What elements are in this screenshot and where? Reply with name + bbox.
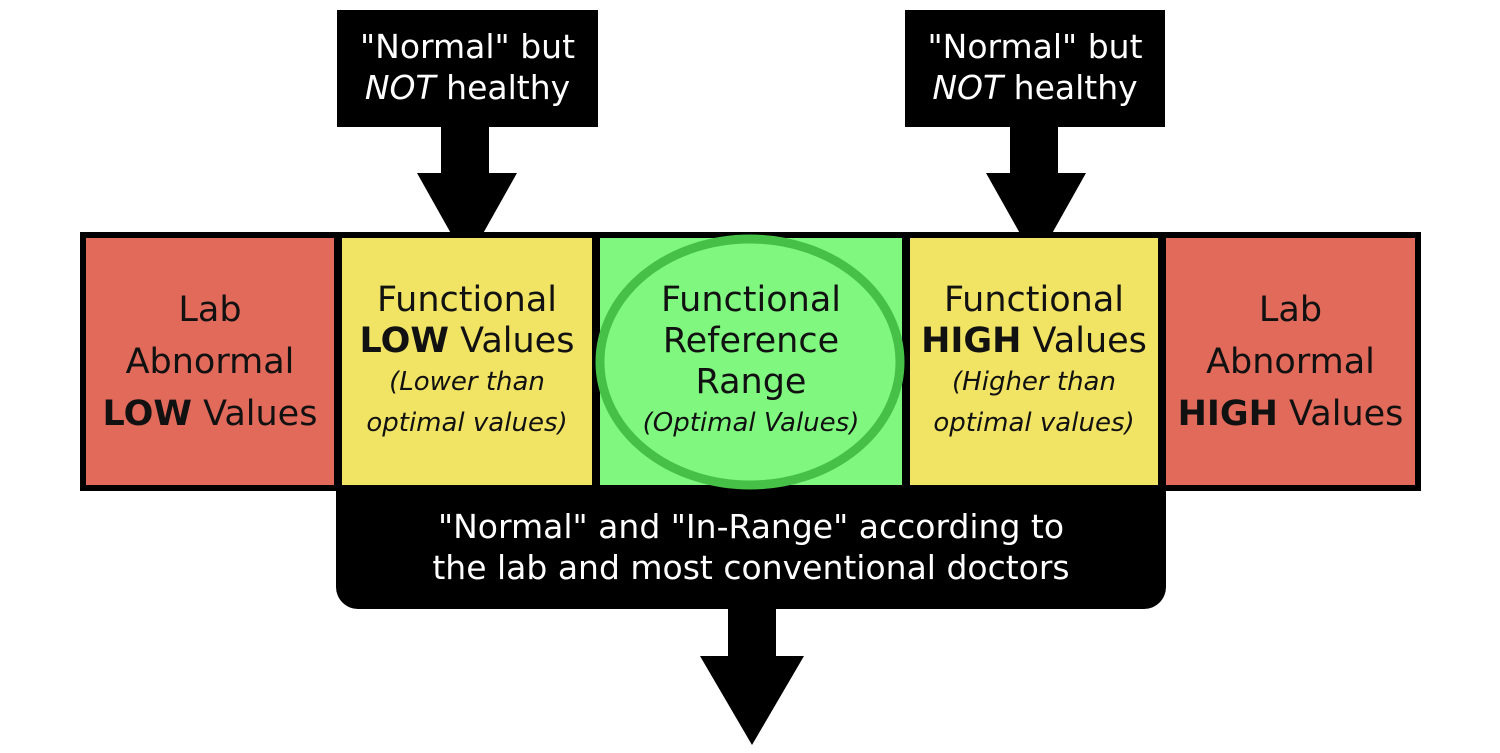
cell-optimal-line3: Range	[695, 361, 807, 402]
cell-func-low-sub1: (Lower than	[389, 366, 545, 397]
cell-lab-high-rest: Values	[1277, 393, 1404, 434]
callout-left: "Normal" but NOT healthy	[337, 10, 598, 127]
cell-lab-high-line1: Lab	[1258, 289, 1323, 330]
cell-optimal: Functional Reference Range (Optimal Valu…	[600, 238, 902, 485]
cell-lab-low-rest: Values	[191, 393, 318, 434]
bottom-label-line2: the lab and most conventional doctors	[432, 548, 1070, 587]
callout-right-line1: "Normal" but	[927, 27, 1143, 66]
cell-bg-optimal	[600, 238, 902, 485]
cell-optimal-sub1: (Optimal Values)	[642, 407, 860, 438]
callout-right-line2: NOT healthy	[905, 67, 1165, 108]
cell-func-low: Functional LOW Values (Lower than optima…	[342, 238, 592, 485]
cell-lab-high: Lab Abnormal HIGH Values	[1166, 238, 1415, 485]
bottom-label: "Normal" and "In-Range" according to the…	[336, 506, 1166, 588]
callout-right-rest: healthy	[1003, 68, 1138, 107]
cell-lab-low-line2: Abnormal	[125, 341, 295, 382]
cell-func-low-sub2: optimal values)	[366, 407, 568, 438]
cell-func-high-sub1: (Higher than	[952, 366, 1116, 397]
cell-bg-func-low	[342, 238, 592, 485]
cell-func-high: Functional HIGH Values (Higher than opti…	[910, 238, 1158, 485]
callout-left-rest: healthy	[435, 68, 571, 107]
cell-bg-func-high	[910, 238, 1158, 485]
cell-lab-high-emph: HIGH	[1177, 393, 1278, 434]
cell-func-low-line1: Functional	[376, 279, 558, 320]
cell-func-low-line2: LOW Values	[360, 321, 575, 362]
cell-lab-low: Lab Abnormal LOW Values	[86, 238, 334, 485]
cell-lab-low-line1: Lab	[178, 289, 242, 330]
cell-bg-lab-low	[86, 238, 334, 485]
callout-right: "Normal" but NOT healthy	[905, 10, 1165, 127]
callout-left-line2: NOT healthy	[337, 67, 598, 108]
bottom-banner	[336, 470, 1166, 609]
callout-left-emph: NOT	[364, 68, 436, 107]
arrow-down-bottom	[700, 600, 804, 745]
cell-func-high-emph: HIGH	[921, 320, 1022, 361]
cell-func-high-rest: Values	[1021, 320, 1147, 361]
optimal-ring	[595, 234, 905, 490]
bottom-label-line1: "Normal" and "In-Range" according to	[437, 507, 1065, 546]
cell-lab-high-line3: HIGH Values	[1178, 388, 1404, 440]
arrow-down-right	[986, 125, 1086, 262]
callout-right-emph: NOT	[932, 68, 1004, 107]
callout-left-line1: "Normal" but	[359, 27, 576, 66]
cell-lab-low-line3: LOW Values	[103, 388, 318, 440]
arrow-down-left	[417, 125, 517, 262]
cell-func-high-sub2: optimal values)	[933, 407, 1135, 438]
cell-func-high-line1: Functional	[943, 279, 1125, 320]
cell-func-low-rest: Values	[448, 320, 575, 361]
cell-bg-lab-high	[1166, 238, 1415, 485]
cell-func-low-emph: LOW	[359, 320, 449, 361]
cell-func-high-line2: HIGH Values	[921, 321, 1147, 362]
cell-lab-high-line2: Abnormal	[1206, 341, 1375, 382]
cell-optimal-line2: Reference	[662, 320, 840, 361]
cell-optimal-line1: Functional	[660, 279, 842, 320]
cell-lab-low-emph: LOW	[102, 393, 192, 434]
